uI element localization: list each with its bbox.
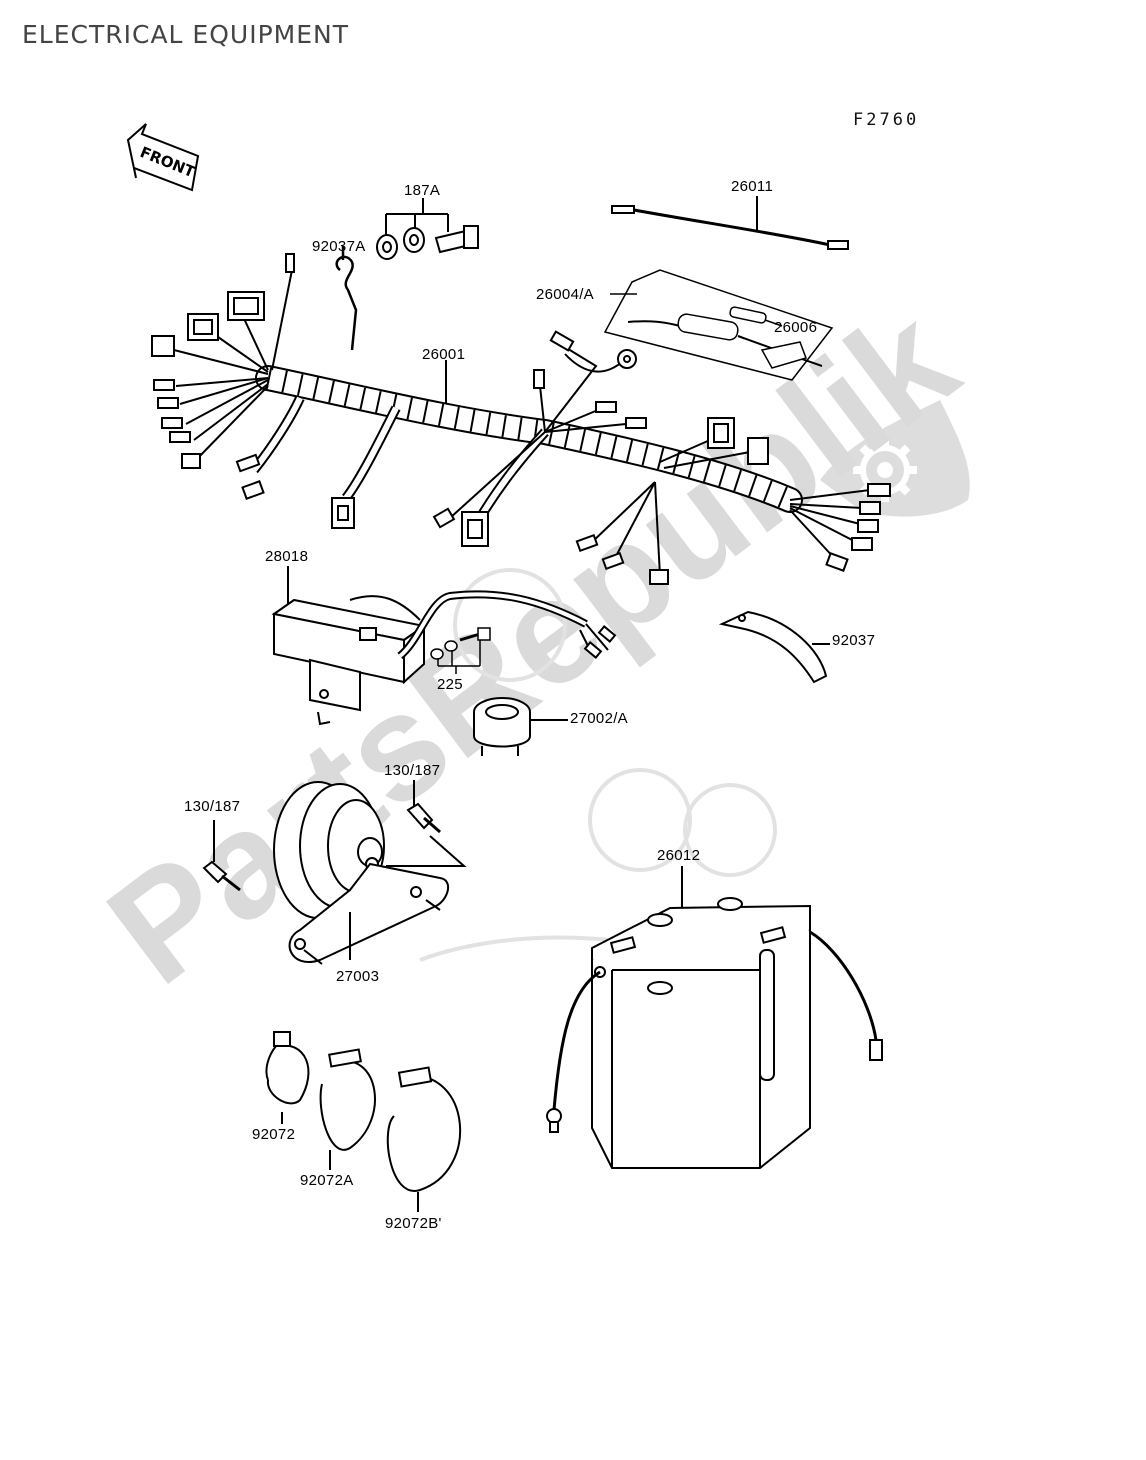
watermark-flag-icon [820,400,970,517]
part-label-92072: 92072 [252,1126,296,1143]
part-label-26011: 26011 [731,178,774,195]
screw-set-225 [430,627,491,674]
fuse-holder-26004a [603,269,834,381]
lead-26011 [611,196,849,250]
part-label-92072b: 92072B' [385,1215,442,1232]
part-label-26012: 26012 [657,847,701,864]
horn-27003 [202,780,467,965]
part-label-26004a: 26004/A [536,286,594,303]
switch-27002a [473,697,568,756]
figure-code: F2760 [853,110,920,130]
part-label-130-187-right: 130/187 [384,762,441,779]
part-label-26006: 26006 [774,319,818,336]
part-label-27003: 27003 [336,968,380,985]
part-label-130-187-left: 130/187 [184,798,241,815]
battery-26012 [546,866,883,1169]
band-set-92072 [265,1031,462,1212]
part-label-28018: 28018 [265,548,309,565]
clip-92037a [335,246,358,351]
bolt-washer-set-187a [376,198,479,260]
part-label-187a: 187A [404,182,441,199]
watermark-ghost-parts [419,568,777,962]
main-harness-26001 [151,253,891,585]
part-label-26001: 26001 [422,346,466,363]
front-arrow-icon: FRONT [126,123,200,192]
part-label-92072a: 92072A [300,1172,354,1189]
strap-92037 [718,610,830,684]
part-label-225: 225 [437,676,463,693]
page-title: ELECTRICAL EQUIPMENT [22,20,349,49]
regulator-28018 [271,566,617,726]
part-label-27002a: 27002/A [570,710,628,727]
part-label-92037: 92037 [832,632,876,649]
part-label-92037a: 92037A [312,238,366,255]
